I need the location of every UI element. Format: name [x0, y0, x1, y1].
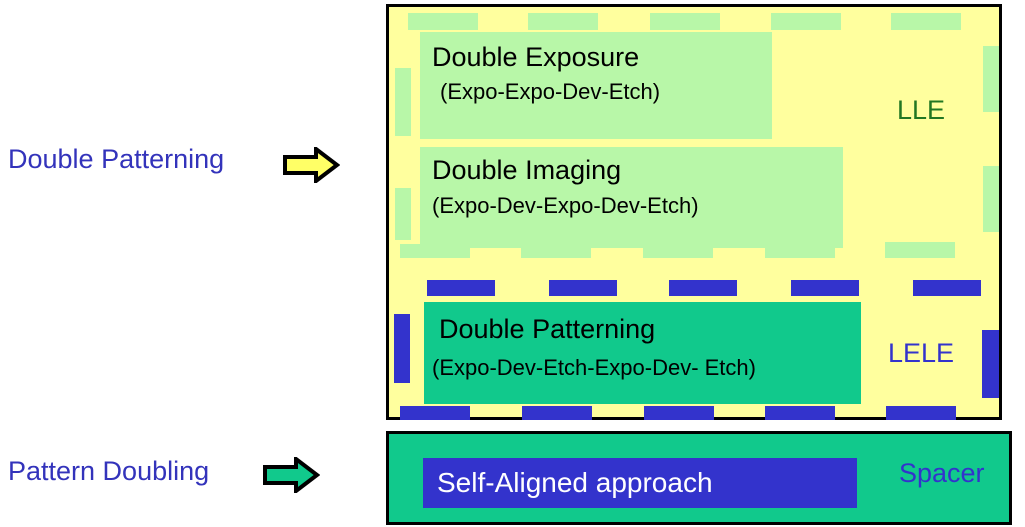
lele-dash: [669, 280, 737, 296]
lle-dash: [983, 166, 999, 232]
lele-dash: [427, 280, 495, 296]
lle-dash: [885, 242, 955, 258]
lle-dash: [891, 13, 961, 30]
double-exposure-title: Double Exposure: [432, 42, 640, 72]
pattern-doubling-label: Pattern Doubling: [8, 456, 210, 486]
double-patterning-label: Double Patterning: [8, 144, 225, 174]
lele-dash: [400, 406, 470, 420]
lle-dash: [983, 46, 999, 112]
double-patterning-title: Double Patterning: [439, 314, 656, 344]
lele-dash: [791, 280, 859, 296]
lle-dash: [650, 13, 720, 30]
double-imaging-subtitle: (Expo-Dev-Expo-Dev-Etch): [432, 193, 699, 218]
spacer-tag: Spacer: [899, 458, 985, 488]
lele-tag: LELE: [888, 338, 955, 368]
double-patterning-subtitle: (Expo-Dev-Etch-Expo-Dev- Etch): [432, 355, 756, 380]
lele-dash: [982, 330, 999, 398]
double-patterning-box: [424, 302, 861, 404]
self-aligned-box: Self-Aligned approach: [423, 458, 857, 508]
lele-dash: [886, 406, 956, 420]
right-arrow-icon: [283, 147, 340, 183]
lle-dash: [395, 68, 411, 136]
lele-dash: [522, 406, 592, 420]
lle-tag: LLE: [897, 95, 946, 125]
lele-dash: [765, 406, 835, 420]
double-exposure-subtitle: (Expo-Expo-Dev-Etch): [440, 79, 661, 104]
lle-dash: [771, 13, 841, 30]
double-imaging-title: Double Imaging: [432, 155, 622, 185]
lele-dash: [644, 406, 714, 420]
lle-dash: [528, 13, 598, 30]
double-imaging-box: [420, 147, 843, 248]
lle-dash: [395, 188, 411, 240]
lele-dash: [394, 314, 410, 383]
lle-dash: [408, 13, 478, 30]
right-arrow-icon: [263, 457, 320, 493]
lele-dash: [913, 280, 981, 296]
double-exposure-box: [420, 32, 772, 139]
lele-dash: [549, 280, 617, 296]
